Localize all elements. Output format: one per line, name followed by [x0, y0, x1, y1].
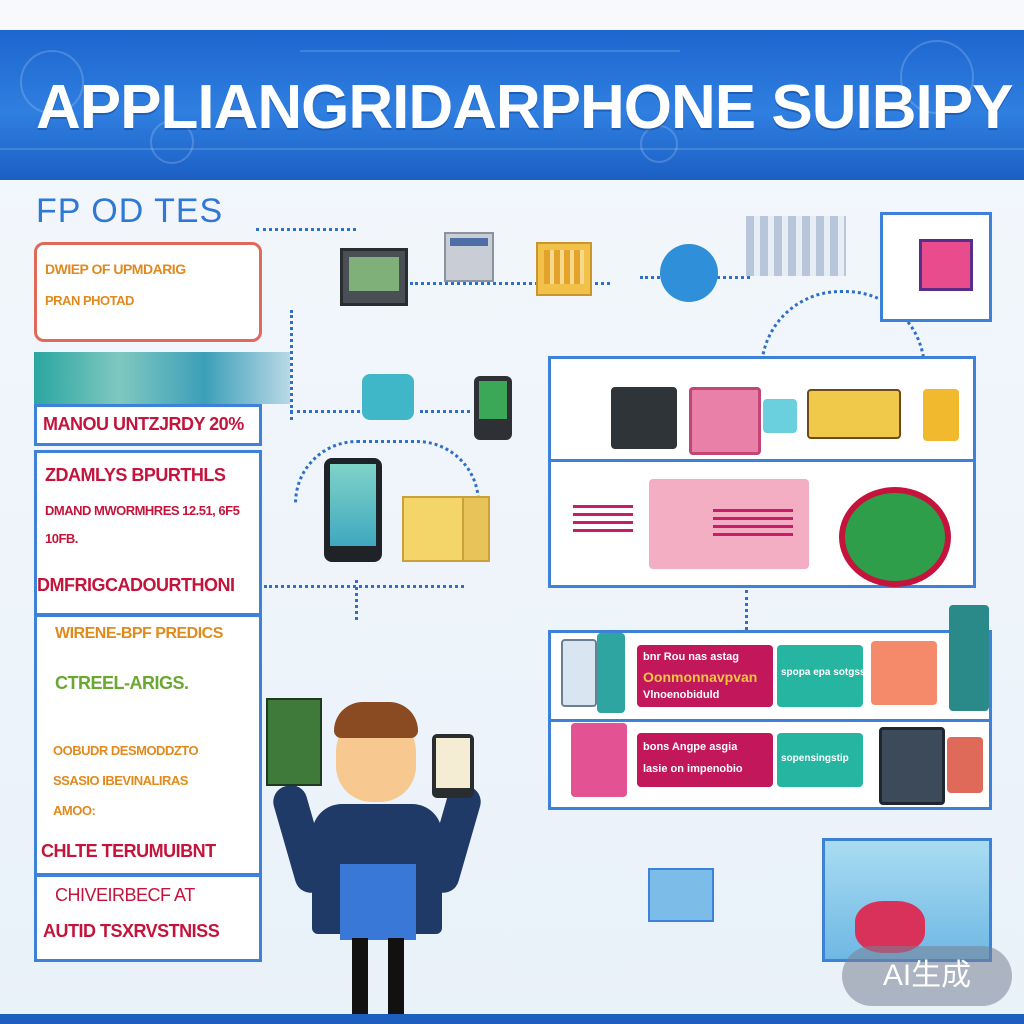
phone-icon	[571, 723, 627, 797]
block-4-line-1: CHIVEIRBECF AT	[55, 885, 195, 905]
document-icon	[444, 232, 494, 282]
ai-generated-badge: AI生成	[842, 946, 1012, 1006]
connector	[290, 410, 360, 413]
block-3-line-3: OOBUDR DESMODDZTO	[53, 743, 199, 758]
panel-divider	[551, 719, 989, 722]
panel-divider	[551, 459, 973, 462]
person-leg	[388, 938, 404, 1024]
calendar-icon	[536, 242, 592, 296]
screen-icon	[648, 868, 714, 922]
left-header: FP OD TES	[36, 192, 224, 230]
connector	[410, 282, 610, 285]
banner-decor	[900, 40, 974, 114]
row-1-text-b: Oonmonnavpvan	[643, 669, 758, 685]
notes-icon	[462, 496, 490, 562]
row-2-text-b: lasie on impenobio	[643, 763, 743, 775]
connector	[264, 585, 464, 588]
device-icon	[597, 633, 625, 713]
bottom-bar	[0, 1014, 1024, 1024]
left-strip-title: MANOU UNTZJRDY 20%	[43, 414, 244, 434]
row-2-text-c: sopensingstip	[781, 753, 849, 764]
tablet-icon	[879, 727, 945, 805]
block-2-line-2: DMAND MWORMHRES 12.51, 6F5	[45, 503, 240, 518]
dial-icon	[839, 487, 951, 587]
notes-icon	[402, 496, 464, 562]
right-panel-1	[548, 356, 976, 588]
home-icon	[763, 399, 797, 433]
info-card: bons Angpe asgia lasie on impenobio	[637, 733, 773, 787]
block-3-line-4: SSASIO IBEVINALIRAS	[53, 773, 188, 788]
top-right-panel	[880, 212, 992, 322]
person-leg	[352, 938, 368, 1024]
device-icon	[561, 639, 597, 707]
arrow-lines	[713, 509, 793, 539]
left-block-3: WIRENE-BPF PREDICS CTREEL-ARIGS. OOBUDR …	[34, 614, 262, 876]
row-1-text-c: Vlnoenobiduld	[643, 689, 720, 701]
person-shirt	[340, 864, 416, 940]
chart-icon	[746, 216, 846, 276]
connector	[290, 310, 293, 420]
left-block-4: CHIVEIRBECF AT AUTID TSXRVSTNISS	[34, 874, 262, 962]
connector	[256, 228, 356, 231]
banner-decor	[20, 50, 84, 114]
top-strip	[0, 0, 1024, 30]
left-strip: MANOU UNTZJRDY 20%	[34, 404, 262, 446]
connector	[745, 590, 748, 630]
info-card: bnr Rou nas astag Oonmonnavpvan Vlnoenob…	[637, 645, 773, 707]
smartphone-icon	[324, 458, 382, 562]
person-hair	[334, 702, 418, 738]
row-1-text-a: bnr Rou nas astag	[643, 651, 739, 663]
block-2-title: DMFRIGCADOURTHONI	[37, 575, 235, 595]
tablet-icon	[919, 239, 973, 291]
info-card: spopa epa sotgss	[777, 645, 866, 707]
card-icon	[689, 387, 761, 455]
card-1: DWIEP OF UPMDARIG PRAN PHOTAD	[34, 242, 262, 342]
phone-icon	[949, 605, 989, 711]
block-3-line-5: AMOO:	[53, 803, 96, 818]
left-strip-image	[34, 352, 290, 404]
held-card	[266, 698, 322, 786]
block-3-line-2: CTREEL-ARIGS.	[55, 673, 189, 693]
row-1-text-d: spopa epa sotgss	[781, 667, 866, 678]
connector	[355, 580, 358, 620]
flower-icon	[855, 901, 925, 953]
banner-decor	[150, 120, 194, 164]
image-card	[871, 641, 937, 705]
camera-icon	[611, 387, 677, 449]
card-1-line-1: DWIEP OF UPMDARIG	[45, 261, 186, 277]
device-icon	[807, 389, 901, 439]
banner-decor	[300, 50, 680, 52]
banner-decor	[0, 148, 1024, 150]
bottom-right-panel	[822, 838, 992, 962]
file-icon	[923, 389, 959, 441]
card-1-line-2: PRAN PHOTAD	[45, 293, 134, 308]
screen-icon	[340, 248, 408, 306]
block-3-title: CHLTE TERUMUIBNT	[41, 841, 216, 861]
banner-decor	[640, 125, 678, 163]
person-figure	[256, 694, 496, 1024]
info-card: sopensingstip	[777, 733, 863, 787]
mail-icon	[362, 374, 414, 420]
held-phone	[432, 734, 474, 798]
block-2-line-3: 10FB.	[45, 531, 78, 546]
right-panel-2: bnr Rou nas astag Oonmonnavpvan Vlnoenob…	[548, 605, 992, 810]
block-4-line-2: AUTID TSXRVSTNISS	[43, 921, 220, 941]
row-2-text-a: bons Angpe asgia	[643, 741, 738, 753]
banner-title: APPLIANGRIDARPHONE SUIBIPY	[36, 73, 1013, 142]
globe-icon	[660, 244, 718, 302]
block-3-line-1: WIRENE-BPF PREDICS	[55, 625, 223, 642]
connector	[420, 410, 470, 413]
phone-icon	[474, 376, 512, 440]
title-banner: APPLIANGRIDARPHONE SUIBIPY	[0, 30, 1024, 180]
arrow-lines	[573, 505, 633, 533]
left-block-2: ZDAMLYS BPURTHLS DMAND MWORMHRES 12.51, …	[34, 450, 262, 616]
file-icon	[947, 737, 983, 793]
block-2-line-1: ZDAMLYS BPURTHLS	[45, 465, 226, 485]
arc-connector	[294, 440, 480, 503]
